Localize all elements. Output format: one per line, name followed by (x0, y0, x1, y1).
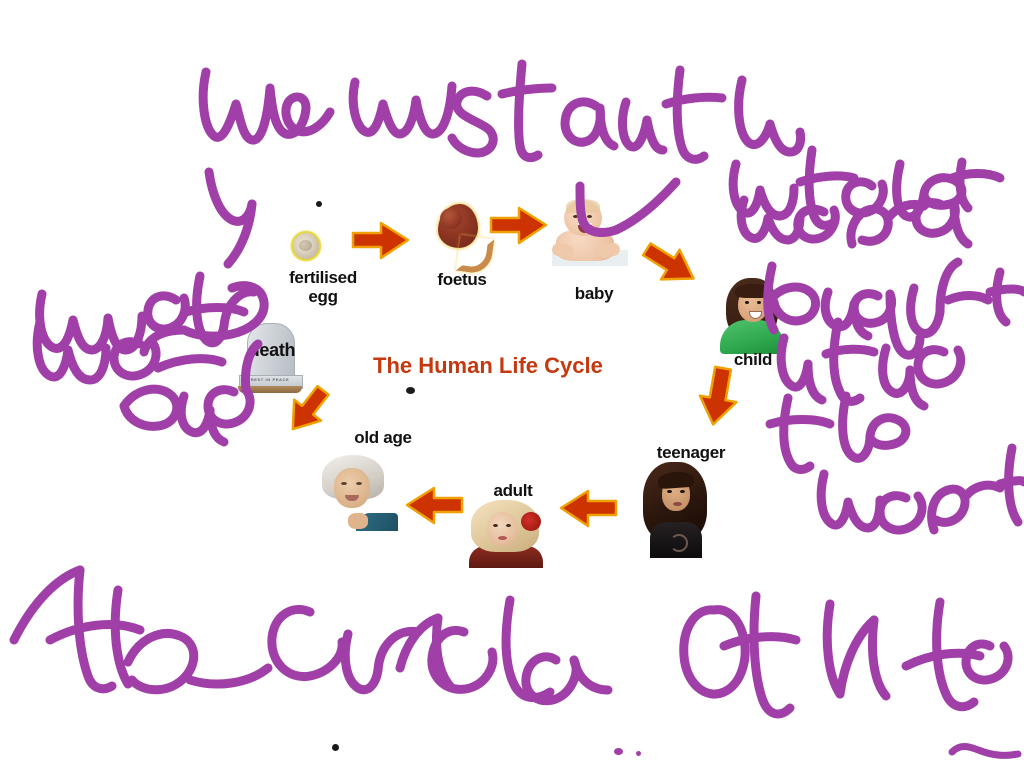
stray-dot-1 (316, 201, 322, 207)
arrow-adult-to-old-age (405, 485, 465, 527)
ink-stray-stroke (948, 743, 1022, 759)
arrow-child-to-teenager (692, 363, 746, 432)
label-foetus: foetus (437, 270, 487, 289)
stray-dot-2 (406, 387, 415, 394)
fertilised-egg-photo (291, 231, 321, 261)
label-baby: baby (574, 284, 614, 303)
stray-dot-5 (636, 751, 641, 756)
ink-note-bottom (9, 565, 1013, 719)
arrow-teenager-to-adult (559, 488, 619, 530)
teenager-photo (634, 462, 716, 558)
gravestone-inscription: REST IN PEACE (250, 377, 290, 382)
ink-note-left (32, 271, 269, 447)
ink-mark-down-left (204, 167, 257, 269)
label-child: child (733, 350, 773, 369)
arrow-foetus-to-baby (489, 205, 549, 247)
label-death: death (248, 340, 296, 360)
label-adult: adult (493, 481, 533, 500)
old-woman-photo (312, 455, 400, 531)
foetus-photo (434, 204, 495, 276)
label-fertilised-egg: fertilised egg (289, 268, 357, 306)
label-teenager: teenager (656, 443, 726, 462)
baby-photo (552, 196, 628, 266)
adult-photo (463, 500, 549, 568)
label-old-age: old age (354, 428, 412, 447)
page-title: The Human Life Cycle (373, 353, 603, 378)
stray-dot-4 (614, 748, 623, 755)
arrow-baby-to-child (633, 231, 706, 298)
arrow-old-age-to-death (277, 376, 342, 443)
ink-note-top (198, 59, 806, 164)
arrow-egg-to-foetus (351, 220, 411, 262)
stray-dot-3 (332, 744, 339, 751)
